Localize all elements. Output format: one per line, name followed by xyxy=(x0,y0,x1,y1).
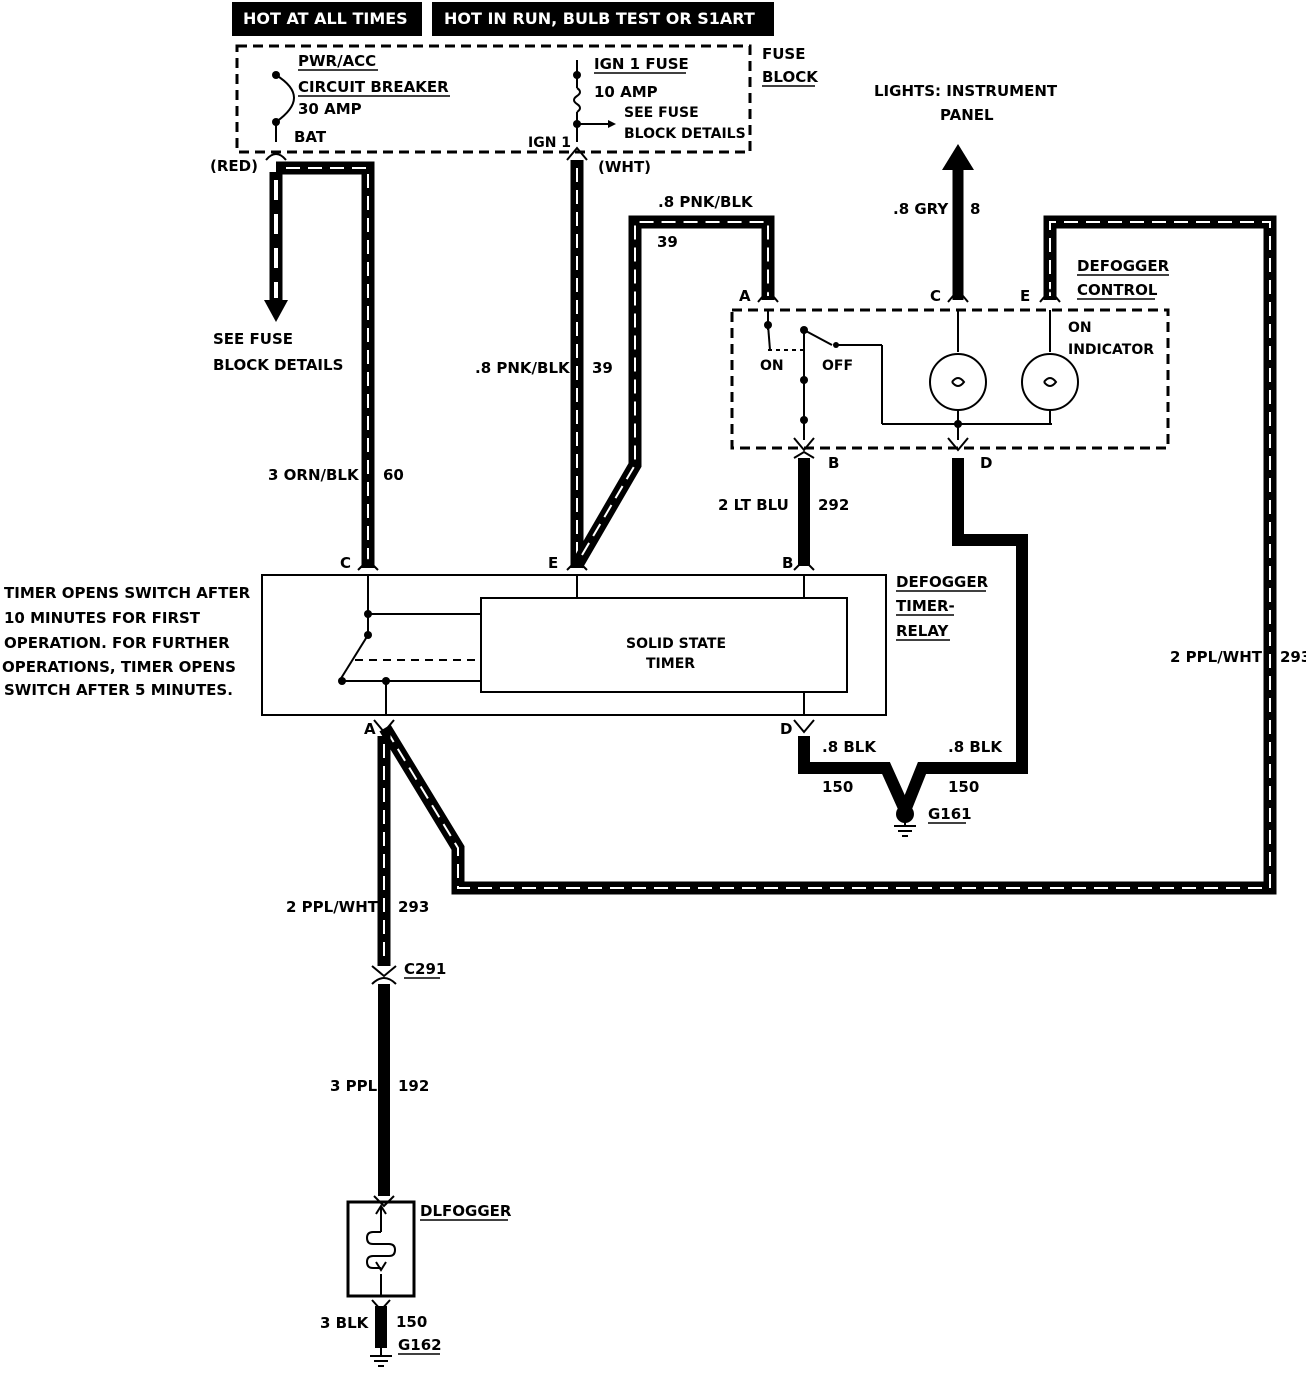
ground-g162-icon xyxy=(370,1348,392,1367)
wire-192-label: 3 PPL xyxy=(330,1077,378,1095)
wire-292-circuit: 292 xyxy=(818,496,849,514)
control-on-label: ON xyxy=(760,358,784,374)
wire-39-branch xyxy=(571,215,775,569)
lights-line-1: LIGHTS: INSTRUMENT xyxy=(874,82,1058,100)
wire-150-defogger-label: 3 BLK xyxy=(320,1314,370,1332)
wire-60-label: 3 ORN/BLK xyxy=(268,466,360,484)
header-hot-at-all-times: HOT AT ALL TIMES xyxy=(232,2,422,36)
wire-293-right-circuit: 293 xyxy=(1280,648,1306,666)
defogger-timer-relay: DEFOGGER TIMER- RELAY C E B A D SOLID ST… xyxy=(261,554,989,738)
wire-150-right-circuit: 150 xyxy=(948,778,979,796)
wire-192 xyxy=(373,984,395,1208)
timer-pin-a: A xyxy=(364,720,376,738)
breaker-line-1: PWR/ACC xyxy=(298,52,376,70)
wire-150-left-circuit: 150 xyxy=(822,778,853,796)
wire-150-left xyxy=(798,736,910,811)
wire-150-right-label: .8 BLK xyxy=(948,738,1003,756)
timer-pin-d: D xyxy=(780,720,792,738)
ign-label: IGN 1 xyxy=(528,135,571,151)
fuse-see-line-2: BLOCK DETAILS xyxy=(624,126,746,142)
g162-label: G162 xyxy=(398,1336,442,1354)
timer-note-2: 10 MINUTES FOR FIRST xyxy=(4,609,201,627)
fuse-see-line-1: SEE FUSE xyxy=(624,105,699,121)
defogger-control: DEFOGGER CONTROL A C E ON OFF xyxy=(730,257,1170,472)
fuse-name: IGN 1 FUSE xyxy=(594,55,689,73)
see-fuse-line-1: SEE FUSE xyxy=(213,330,293,348)
wire-8-label: .8 GRY xyxy=(893,200,949,218)
wire-150-defogger-circuit: 150 xyxy=(396,1313,427,1331)
wire-39-top-circuit: 39 xyxy=(657,233,678,251)
timer-note-1: TIMER OPENS SWITCH AFTER xyxy=(4,584,251,602)
wire-8 xyxy=(942,144,974,300)
timer-note-4: OPERATIONS, TIMER OPENS xyxy=(2,658,236,676)
wire-293-right-label: 2 PPL/WHT xyxy=(1170,648,1263,666)
arrow-up-icon xyxy=(942,144,974,170)
g161-label: G161 xyxy=(928,805,972,823)
header-hot-in-run-text: HOT IN RUN, BULB TEST OR S1ART xyxy=(444,9,755,28)
heating-grid-icon xyxy=(365,1231,397,1269)
solid-state-line-1: SOLID STATE xyxy=(626,636,726,652)
fuse-block-title-1: FUSE xyxy=(762,45,805,63)
control-pin-e: E xyxy=(1020,287,1030,305)
control-pin-c: C xyxy=(930,287,941,305)
breaker-rating: 30 AMP xyxy=(298,100,362,118)
control-pin-b: B xyxy=(828,454,839,472)
fuse-rating: 10 AMP xyxy=(594,83,658,101)
on-indicator-lamp-icon xyxy=(1021,353,1079,411)
wire-150-defogger xyxy=(371,1299,391,1348)
red-label: (RED) xyxy=(210,157,258,175)
ground-g161-icon xyxy=(894,805,916,837)
wht-label: (WHT) xyxy=(598,158,651,176)
wire-292-label: 2 LT BLU xyxy=(718,496,789,514)
control-pin-d: D xyxy=(980,454,992,472)
wire-150-left-label: .8 BLK xyxy=(822,738,877,756)
c291-label: C291 xyxy=(404,960,446,978)
on-indicator-line-2: INDICATOR xyxy=(1068,342,1154,358)
timer-relay-title-3: RELAY xyxy=(896,622,950,640)
timer-pin-e: E xyxy=(548,554,558,572)
wire-293-lower-circuit: 293 xyxy=(398,898,429,916)
wire-293-lower-label: 2 PPL/WHT xyxy=(286,898,379,916)
see-fuse-line-2: BLOCK DETAILS xyxy=(213,356,343,374)
defogger-label: DLFOGGER xyxy=(420,1202,512,1220)
defogger-element xyxy=(346,1200,416,1298)
timer-relay-title-2: TIMER- xyxy=(896,597,955,615)
solid-state-line-2: TIMER xyxy=(646,656,695,672)
timer-note-3: OPERATION. FOR FURTHER xyxy=(4,634,230,652)
timer-relay-title-1: DEFOGGER xyxy=(896,573,989,591)
bat-label: BAT xyxy=(294,128,327,146)
wire-292 xyxy=(793,450,815,566)
wire-39-top-label: .8 PNK/BLK xyxy=(658,193,754,211)
wire-293-loop xyxy=(379,215,1277,895)
timer-pin-c: C xyxy=(340,554,351,572)
fuse-block: FUSE BLOCK PWR/ACC CIRCUIT BREAKER 30 AM… xyxy=(210,44,819,176)
fuse-block-title-2: BLOCK xyxy=(762,68,819,86)
header-hot-at-all-times-text: HOT AT ALL TIMES xyxy=(243,9,408,28)
wire-150-right xyxy=(900,458,1028,811)
wire-bat-down xyxy=(264,172,288,322)
wire-39-label: .8 PNK/BLK xyxy=(475,359,571,377)
wire-8-circuit: 8 xyxy=(970,200,980,218)
control-off-label: OFF xyxy=(822,358,853,374)
connector-c291-icon xyxy=(371,965,397,985)
instrument-lamp-icon xyxy=(929,353,987,411)
defogger-control-title-1: DEFOGGER xyxy=(1077,257,1170,275)
timer-pin-b: B xyxy=(782,554,793,572)
on-indicator-line-1: ON xyxy=(1068,320,1092,336)
breaker-line-2: CIRCUIT BREAKER xyxy=(298,78,449,96)
control-pin-a: A xyxy=(739,287,751,305)
wire-39-circuit: 39 xyxy=(592,359,613,377)
lights-line-2: PANEL xyxy=(940,106,994,124)
arrow-down-icon xyxy=(264,300,288,322)
timer-note-5: SWITCH AFTER 5 MINUTES. xyxy=(4,681,233,699)
header-hot-in-run: HOT IN RUN, BULB TEST OR S1ART xyxy=(432,2,774,36)
wire-60 xyxy=(276,161,375,568)
wire-60-circuit: 60 xyxy=(383,466,404,484)
defogger-control-title-2: CONTROL xyxy=(1077,281,1158,299)
wire-192-circuit: 192 xyxy=(398,1077,429,1095)
